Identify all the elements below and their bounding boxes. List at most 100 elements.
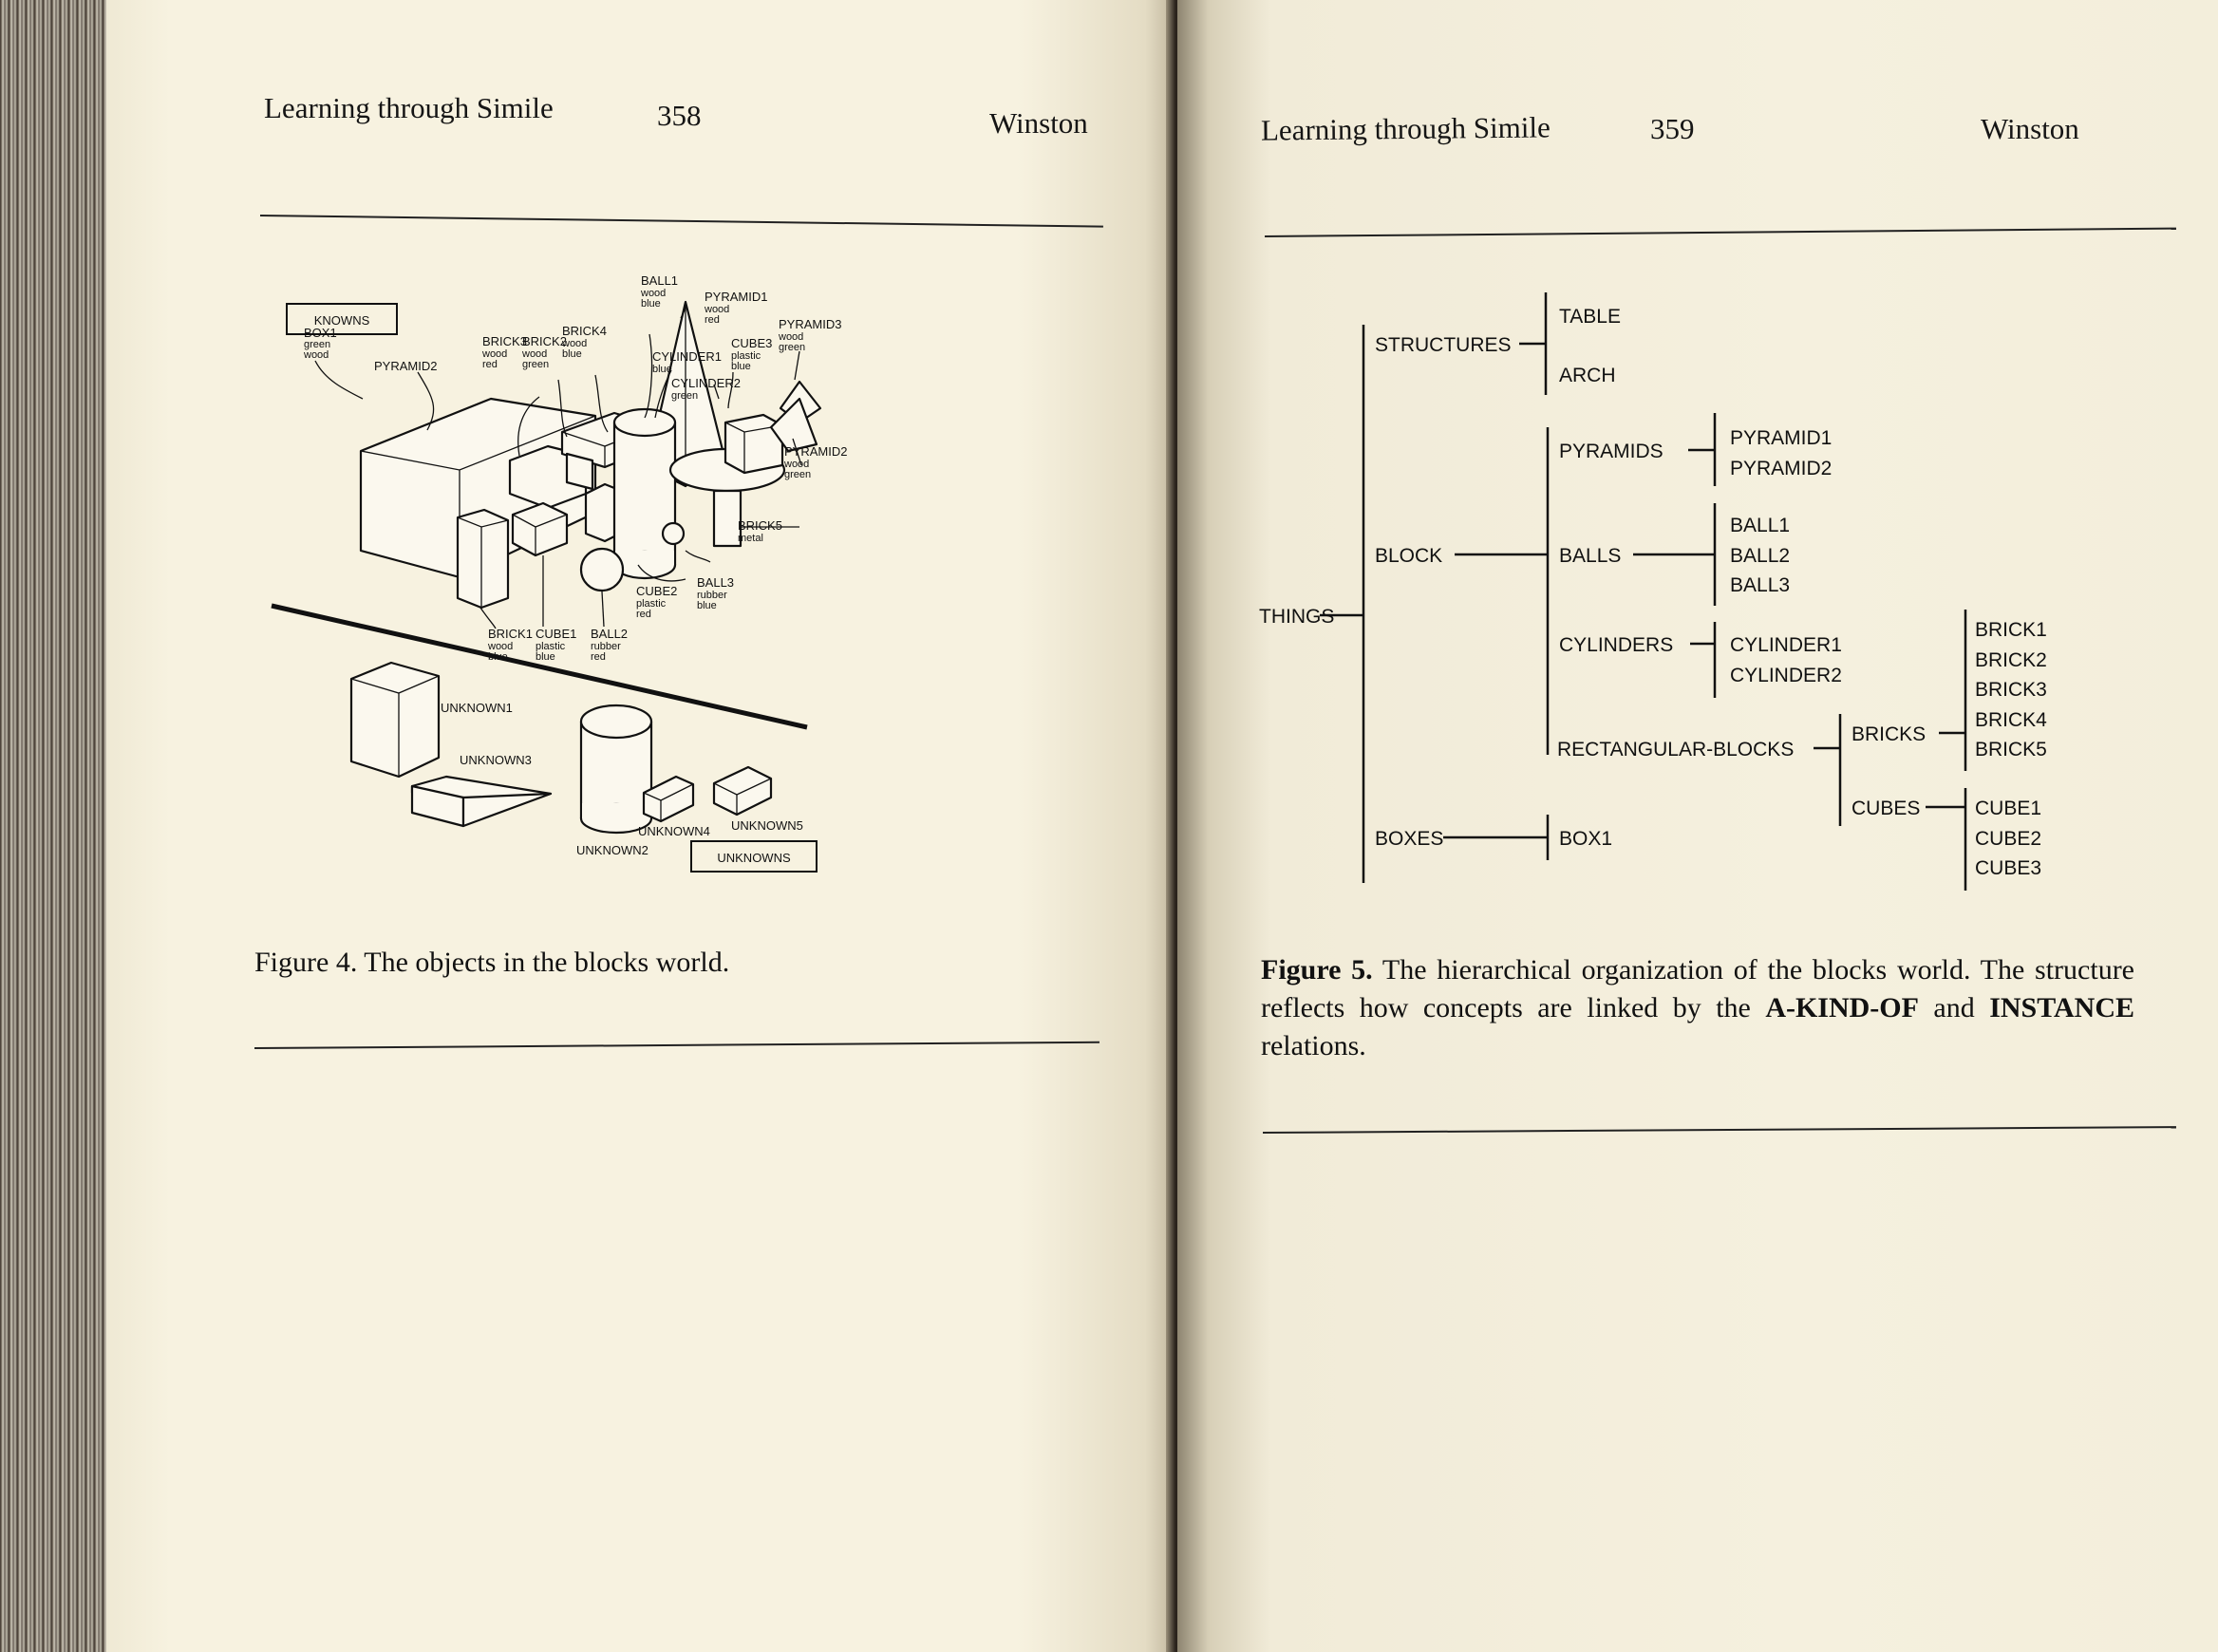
- svg-text:blue: blue: [731, 361, 751, 372]
- svg-text:wood: wood: [561, 338, 587, 349]
- brick4-shape: [565, 452, 594, 491]
- node-boxes: BOXES: [1375, 828, 1443, 850]
- svg-text:blue: blue: [641, 298, 661, 310]
- svg-text:wood: wood: [487, 641, 513, 652]
- svg-text:BALL1: BALL1: [641, 273, 678, 288]
- brick1-shape: [456, 508, 510, 610]
- cylinder1-shape: [612, 421, 677, 567]
- bottom-rule-left: [254, 1041, 1100, 1049]
- node-cube1: CUBE1: [1975, 798, 2041, 819]
- svg-text:red: red: [705, 314, 720, 326]
- svg-text:plastic: plastic: [536, 641, 566, 652]
- node-rectangular-blocks: RECTANGULAR-BLOCKS: [1557, 739, 1794, 760]
- caption-and: and: [1933, 992, 1975, 1023]
- unknowns-box: [690, 840, 818, 873]
- svg-text:BALL3: BALL3: [697, 575, 734, 590]
- node-pyramid1: PYRAMID1: [1730, 427, 1832, 449]
- node-balls: BALLS: [1559, 545, 1621, 567]
- keyword-a-kind-of: A-KIND-OF: [1765, 992, 1919, 1023]
- author-right: Winston: [1981, 112, 2079, 145]
- svg-text:BOX1: BOX1: [304, 326, 337, 340]
- running-title-left: Learning through Simile: [264, 91, 554, 124]
- svg-text:metal: metal: [738, 533, 763, 544]
- figure4-caption: Figure 4. The objects in the blocks worl…: [254, 947, 730, 978]
- node-brick4: BRICK4: [1975, 709, 2047, 731]
- svg-text:wood: wood: [778, 331, 803, 343]
- svg-text:rubber: rubber: [697, 590, 727, 601]
- svg-text:green: green: [779, 342, 805, 353]
- unknown1-shape: [349, 661, 441, 779]
- node-cylinder2: CYLINDER2: [1730, 665, 1842, 686]
- node-box1: BOX1: [1559, 828, 1612, 850]
- svg-text:CUBE1: CUBE1: [536, 627, 576, 641]
- svg-text:blue: blue: [652, 364, 672, 375]
- label-unknown5: UNKNOWN5: [731, 818, 803, 833]
- label-unknown4: UNKNOWN4: [638, 824, 710, 838]
- svg-text:BRICK2: BRICK2: [522, 334, 567, 348]
- svg-text:green: green: [304, 339, 330, 350]
- node-cubes: CUBES: [1851, 798, 1920, 819]
- node-arch: ARCH: [1559, 365, 1616, 386]
- cube1-shape: [511, 501, 569, 557]
- blocks-world-figure: KNOWNS: [271, 273, 847, 873]
- knowns-label: KNOWNS: [314, 313, 370, 328]
- node-block: BLOCK: [1375, 545, 1442, 567]
- label-unknown3: UNKNOWN3: [460, 753, 532, 767]
- ball2-shape: [579, 547, 625, 592]
- svg-text:PYRAMID1: PYRAMID1: [705, 290, 767, 304]
- svg-text:plastic: plastic: [731, 350, 761, 362]
- unknowns-label: UNKNOWNS: [717, 851, 791, 865]
- right-page: Learning through Simile 359 Winston THIN…: [1177, 0, 2218, 1652]
- svg-text:wood: wood: [783, 459, 809, 470]
- unknown4-shape: [642, 775, 695, 823]
- svg-text:wood: wood: [303, 349, 329, 361]
- svg-text:wood: wood: [521, 348, 547, 360]
- node-cylinders: CYLINDERS: [1559, 634, 1673, 656]
- hierarchy-tree: THINGS STRUCTURES TABLE ARCH BLOCK PYRAM…: [1259, 292, 2047, 891]
- ball3-shape: [661, 521, 686, 546]
- author-left: Winston: [989, 106, 1088, 140]
- svg-text:PYRAMID2: PYRAMID2: [784, 444, 847, 459]
- label-unknown2: UNKNOWN2: [576, 843, 648, 857]
- svg-text:BRICK1: BRICK1: [488, 627, 533, 641]
- unknown5-shape: [712, 765, 773, 817]
- left-page: Learning through Simile 358 Winston KNOW…: [106, 0, 1177, 1652]
- label-unknown1: UNKNOWN1: [441, 701, 513, 715]
- node-ball3: BALL3: [1730, 574, 1790, 596]
- node-brick5: BRICK5: [1975, 739, 2047, 760]
- svg-text:red: red: [591, 651, 606, 663]
- svg-text:green: green: [784, 469, 811, 480]
- node-cube2: CUBE2: [1975, 828, 2041, 850]
- knowns-box: [286, 303, 398, 335]
- svg-text:CYLINDER2: CYLINDER2: [671, 376, 741, 390]
- svg-text:BALL2: BALL2: [591, 627, 628, 641]
- knowns-unknowns-divider: [271, 603, 808, 730]
- node-brick2: BRICK2: [1975, 649, 2047, 671]
- svg-text:BRICK4: BRICK4: [562, 324, 607, 338]
- svg-text:green: green: [671, 390, 698, 402]
- svg-text:red: red: [636, 609, 651, 620]
- svg-text:BRICK5: BRICK5: [738, 518, 782, 533]
- svg-text:wood: wood: [704, 304, 729, 315]
- pyramid2-shape: [769, 397, 818, 453]
- svg-text:wood: wood: [640, 288, 666, 299]
- node-pyramids: PYRAMIDS: [1559, 441, 1664, 462]
- node-table: TABLE: [1559, 306, 1621, 328]
- node-ball2: BALL2: [1730, 545, 1790, 567]
- bottom-rule-right: [1262, 1126, 2176, 1134]
- figure5-label: Figure 5.: [1261, 954, 1373, 986]
- svg-text:CYLINDER1: CYLINDER1: [652, 349, 722, 364]
- node-bricks: BRICKS: [1851, 723, 1926, 745]
- book-page-edges: [0, 0, 109, 1652]
